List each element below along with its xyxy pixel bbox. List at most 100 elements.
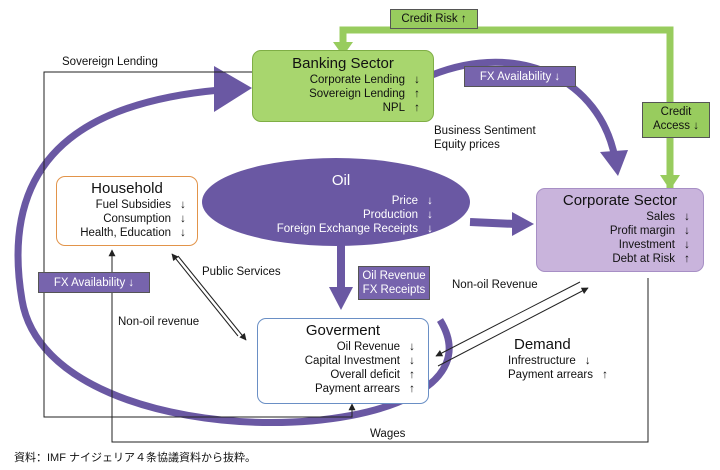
corporate-sector-rows: Sales↓Profit margin↓Investment↓Debt at R… — [537, 210, 693, 266]
demand-row: Payment arrears↑ — [508, 368, 628, 382]
household-row: Fuel Subsidies↓ — [57, 198, 189, 212]
banking-row: Corporate Lending ↓ — [253, 73, 423, 87]
government-row-label: Oil Revenue — [336, 341, 400, 353]
oil-to-government-arrow — [329, 244, 353, 310]
government-title: Goverment — [305, 322, 381, 339]
government-box[interactable]: Goverment Oil Revenue↓Capital Investment… — [257, 318, 429, 404]
credit-access-line2: Access — [652, 120, 691, 132]
credit-access-arrow — [660, 150, 680, 190]
credit-risk-label: Credit Risk — [401, 13, 458, 25]
demand-row: Infrestructure↓ — [508, 354, 628, 368]
oil-revenue-line2: FX Receipts — [362, 284, 426, 296]
down-arrow-icon: ↓ — [414, 74, 420, 86]
corporate-row-label: Profit margin — [609, 225, 675, 237]
oil-ellipse — [202, 158, 470, 246]
government-row: Oil Revenue ↓ — [258, 340, 418, 354]
household-rows: Fuel Subsidies↓Consumption↓Health, Educa… — [57, 198, 189, 240]
household-row-label: Consumption — [103, 213, 171, 225]
up-arrow-icon: ↑ — [684, 253, 690, 265]
demand-row-label: Infrestructure — [508, 355, 576, 367]
government-to-corporate-arrow — [437, 287, 589, 367]
wages-line — [108, 249, 649, 443]
wages-label: Wages — [370, 428, 406, 440]
banking-sector-rows: Corporate Lending ↓ Sovereign Lending ↑ NPL ↑ — [253, 73, 423, 115]
fx-availability-left-label: FX Availability — [53, 277, 126, 289]
business-sentiment-label: Business Sentiment — [434, 125, 536, 137]
demand-block: Demand Infrestructure↓Payment arrears↑ — [508, 336, 628, 386]
credit-access-tag: Credit Access ↓ — [642, 102, 710, 138]
corporate-to-government-arrow — [435, 281, 581, 357]
oil-rows: Price ↓Production↓Foreign Exchange Receip… — [246, 194, 436, 236]
government-row: Overall deficit ↑ — [258, 368, 418, 382]
up-arrow-icon: ↑ — [414, 102, 420, 114]
household-row: Health, Education ↓ — [57, 226, 189, 240]
government-row: Payment arrears ↑ — [258, 382, 418, 396]
fx-availability-top-label: FX Availability — [479, 71, 552, 83]
corporate-row: Sales ↓ — [537, 210, 693, 224]
down-arrow-icon: ↓ — [409, 355, 415, 367]
government-rows: Oil Revenue↓Capital Investment↓Overall d… — [258, 340, 418, 396]
public-services-label: Public Services — [202, 266, 281, 278]
credit-risk-tag: Credit Risk ↑ — [390, 9, 478, 29]
government-row-label: Capital Investment — [304, 355, 400, 367]
corporate-row-label: Investment — [618, 239, 675, 251]
household-box[interactable]: Household Fuel Subsidies↓Consumption↓Hea… — [56, 176, 198, 246]
source-note: 資料：IMF ナイジェリア４条協議資料から抜粋。 — [14, 452, 256, 464]
demand-title: Demand — [514, 336, 571, 353]
up-arrow-icon: ↑ — [414, 88, 420, 100]
down-arrow-icon: ↓ — [554, 71, 561, 83]
household-to-government-arrow — [177, 255, 247, 341]
up-arrow-icon: ↑ — [602, 369, 608, 381]
equity-prices-label: Equity prices — [434, 139, 500, 151]
public-services-arrow — [171, 253, 239, 337]
oil-revenue-line1: Oil Revenue — [362, 270, 426, 282]
household-row-label: Health, Education — [80, 227, 171, 239]
corporate-row: Profit margin ↓ — [537, 224, 693, 238]
sovereign-lending-label: Sovereign Lending — [62, 56, 158, 68]
down-arrow-icon: ↓ — [684, 239, 690, 251]
banking-row: Sovereign Lending ↑ — [253, 87, 423, 101]
oil-row-label: Price — [391, 195, 418, 207]
oil-row: Production↓ — [246, 208, 436, 222]
oil-row: Foreign Exchange Receipts ↓ — [246, 222, 436, 236]
down-arrow-icon: ↓ — [409, 341, 415, 353]
oil-content[interactable]: Oil Price ↓Production↓Foreign Exchange Re… — [246, 172, 436, 238]
down-arrow-icon: ↓ — [684, 225, 690, 237]
corporate-row-label: Sales — [646, 211, 675, 223]
down-arrow-icon: ↓ — [693, 120, 700, 132]
banking-row-label: NPL — [382, 102, 405, 114]
fx-availability-left-tag: FX Availability ↓ — [38, 272, 150, 293]
banking-row-label: Corporate Lending — [309, 74, 405, 86]
up-arrow-icon: ↑ — [409, 369, 415, 381]
household-row-label: Fuel Subsidies — [95, 199, 171, 211]
corporate-row-label: Debt at Risk — [612, 253, 675, 265]
non-oil-revenue-left-label: Non-oil revenue — [118, 316, 200, 328]
banking-row: NPL ↑ — [253, 101, 423, 115]
banking-sector-title: Banking Sector — [292, 55, 394, 72]
government-row-label: Overall deficit — [330, 369, 400, 381]
oil-revenue-tag: Oil Revenue FX Receipts — [358, 266, 430, 300]
government-row-label: Payment arrears — [314, 383, 400, 395]
banking-sector-box[interactable]: Banking Sector Corporate Lending↓Soverei… — [252, 50, 434, 122]
down-arrow-icon: ↓ — [180, 227, 186, 239]
down-arrow-icon: ↓ — [427, 223, 433, 235]
oil-row: Price ↓ — [246, 194, 436, 208]
non-oil-revenue-right-label: Non-oil Revenue — [452, 279, 538, 291]
oil-to-corporate-arrow — [469, 212, 534, 236]
corporate-row: Debt at Risk ↑ — [537, 252, 693, 266]
down-arrow-icon: ↓ — [427, 209, 433, 221]
demand-rows: Infrestructure↓Payment arrears↑ — [508, 354, 628, 382]
down-arrow-icon: ↓ — [427, 195, 433, 207]
fx-availability-top-tag: FX Availability ↓ — [464, 66, 576, 87]
oil-row-label: Foreign Exchange Receipts — [276, 223, 418, 235]
down-arrow-icon: ↓ — [128, 277, 135, 289]
government-row: Capital Investment ↓ — [258, 354, 418, 368]
corporate-sector-title: Corporate Sector — [562, 192, 678, 209]
credit-access-line1: Credit — [660, 106, 692, 118]
banking-row-label: Sovereign Lending — [309, 88, 405, 100]
down-arrow-icon: ↓ — [180, 213, 186, 225]
oil-title: Oil — [331, 172, 351, 189]
up-arrow-icon: ↑ — [409, 383, 415, 395]
corporate-sector-box[interactable]: Corporate Sector Sales ↓ Profit margin ↓ Inv… — [536, 188, 704, 272]
down-arrow-icon: ↓ — [684, 211, 690, 223]
